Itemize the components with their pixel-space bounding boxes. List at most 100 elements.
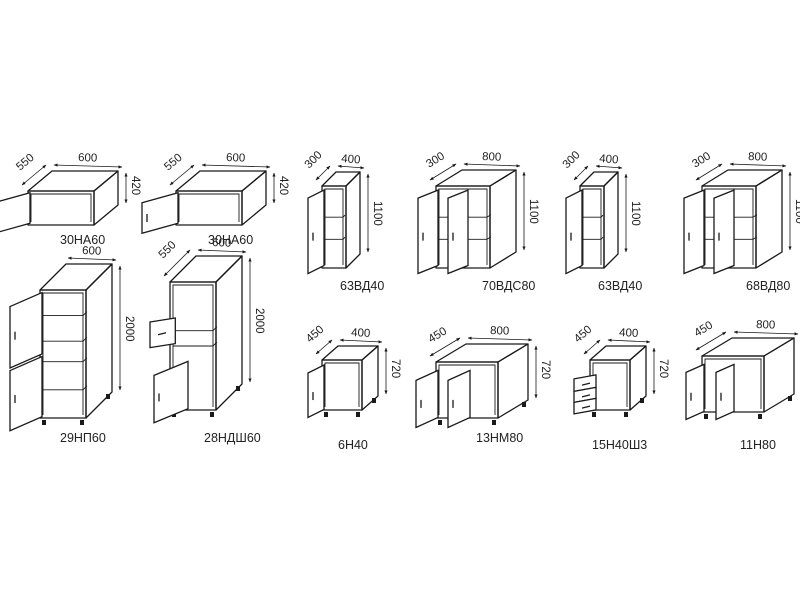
dimension-line bbox=[53, 163, 123, 169]
cabinet-top bbox=[169, 255, 243, 283]
dimension-depth: 450 bbox=[426, 325, 449, 345]
dimension-line bbox=[467, 336, 533, 342]
dimension-line bbox=[595, 164, 623, 170]
cabinet-inner bbox=[704, 358, 762, 409]
cabinet-leg bbox=[788, 396, 792, 401]
module-code: 70ВДС80 bbox=[482, 279, 535, 293]
cabinet-module: 300 800 1100 70ВДС80 bbox=[417, 150, 539, 293]
cabinet-top bbox=[39, 263, 113, 291]
cabinet-inner bbox=[178, 193, 240, 222]
module-code: 15Н40Ш3 bbox=[592, 438, 647, 452]
module-code: 29НП60 bbox=[60, 431, 106, 445]
cabinet-inner bbox=[324, 188, 344, 265]
dimension-depth: 300 bbox=[561, 149, 583, 171]
dimension-height: 1100 bbox=[629, 201, 641, 226]
dimension-line bbox=[67, 256, 117, 262]
dimension-width: 600 bbox=[226, 152, 246, 165]
dimension-depth: 300 bbox=[424, 150, 447, 170]
cabinet-door bbox=[0, 191, 31, 233]
cabinet-leg bbox=[624, 412, 628, 417]
cabinet-shelf bbox=[82, 336, 88, 342]
cabinet-shelf bbox=[486, 214, 492, 218]
dimension-height: 2000 bbox=[123, 316, 135, 342]
module-code: 11Н80 bbox=[740, 438, 776, 452]
cabinet-door bbox=[447, 189, 469, 275]
cabinet-front bbox=[321, 359, 363, 411]
dimension-width: 600 bbox=[212, 237, 232, 250]
cabinet-side bbox=[489, 169, 517, 269]
module-code: 68ВД80 bbox=[746, 279, 790, 293]
dimension-width: 800 bbox=[482, 151, 502, 164]
module-code: 30НА60 bbox=[60, 233, 105, 247]
cabinet-inner bbox=[704, 188, 754, 265]
dimension-line bbox=[315, 339, 333, 355]
cabinet-side bbox=[93, 170, 119, 226]
dimension-line bbox=[695, 331, 727, 351]
cabinet-drawer bbox=[149, 317, 176, 349]
dimension-depth: 450 bbox=[692, 319, 715, 339]
cabinet-shelf bbox=[752, 214, 758, 218]
cabinet-door bbox=[447, 369, 471, 429]
dimension-width: 600 bbox=[82, 245, 102, 258]
cabinet-top bbox=[579, 171, 619, 187]
cabinet-shelf bbox=[342, 236, 346, 240]
dimension-line bbox=[315, 165, 331, 181]
cabinet-inner bbox=[592, 362, 628, 407]
module-code: 63ВД40 bbox=[340, 279, 384, 293]
dimension-width: 400 bbox=[599, 153, 619, 166]
cabinet-front bbox=[169, 281, 217, 411]
cabinet-front bbox=[175, 190, 243, 226]
dimension-height: 720 bbox=[539, 360, 551, 379]
cabinet-leg bbox=[356, 412, 360, 417]
dimension-line bbox=[21, 164, 47, 186]
drawer-handle bbox=[581, 382, 591, 386]
cabinet-door bbox=[713, 189, 735, 275]
cabinet-door bbox=[307, 363, 325, 419]
dimension-line bbox=[573, 165, 589, 181]
cabinet-inner bbox=[438, 188, 488, 265]
dimension-width: 800 bbox=[748, 151, 768, 164]
dimension-height: 1100 bbox=[527, 199, 539, 224]
cabinet-top bbox=[175, 170, 267, 192]
cabinet-shelf bbox=[600, 236, 604, 240]
drawer-handle bbox=[581, 394, 591, 398]
cabinet-shelf bbox=[82, 357, 88, 362]
dimension-line bbox=[429, 337, 461, 357]
dimension-line bbox=[201, 163, 271, 169]
dimension-line bbox=[163, 249, 191, 277]
cabinet-top bbox=[321, 171, 361, 187]
cabinet-inner bbox=[30, 193, 92, 222]
module-code: 6Н40 bbox=[338, 438, 368, 452]
cabinet-door bbox=[715, 363, 735, 421]
cabinet-leg bbox=[492, 420, 496, 425]
cabinet-door bbox=[9, 291, 43, 369]
dimension-width: 400 bbox=[341, 153, 361, 166]
dimension-height: 720 bbox=[657, 359, 669, 378]
dimension-line bbox=[169, 164, 195, 186]
dimension-line bbox=[695, 163, 723, 181]
cabinet-door bbox=[685, 363, 705, 421]
dimension-width: 800 bbox=[756, 319, 776, 332]
drawer-handle bbox=[157, 332, 167, 336]
cabinet-inner bbox=[582, 188, 602, 265]
cabinet-door bbox=[565, 189, 583, 275]
cabinet-leg bbox=[438, 420, 442, 425]
dimension-width: 600 bbox=[78, 152, 98, 165]
dimension-depth: 300 bbox=[303, 149, 325, 171]
drawer-handle bbox=[581, 405, 591, 409]
cabinet-leg bbox=[106, 394, 110, 399]
cabinet-door bbox=[683, 189, 705, 275]
cabinet-shelf bbox=[486, 236, 492, 240]
dimension-width: 800 bbox=[490, 325, 510, 338]
cabinet-shelf bbox=[82, 385, 88, 391]
dimension-width: 400 bbox=[351, 327, 371, 340]
dimension-depth: 550 bbox=[157, 239, 179, 261]
cabinet-side bbox=[603, 171, 619, 269]
cabinet-leg bbox=[640, 398, 644, 403]
cabinet-leg bbox=[42, 420, 46, 425]
